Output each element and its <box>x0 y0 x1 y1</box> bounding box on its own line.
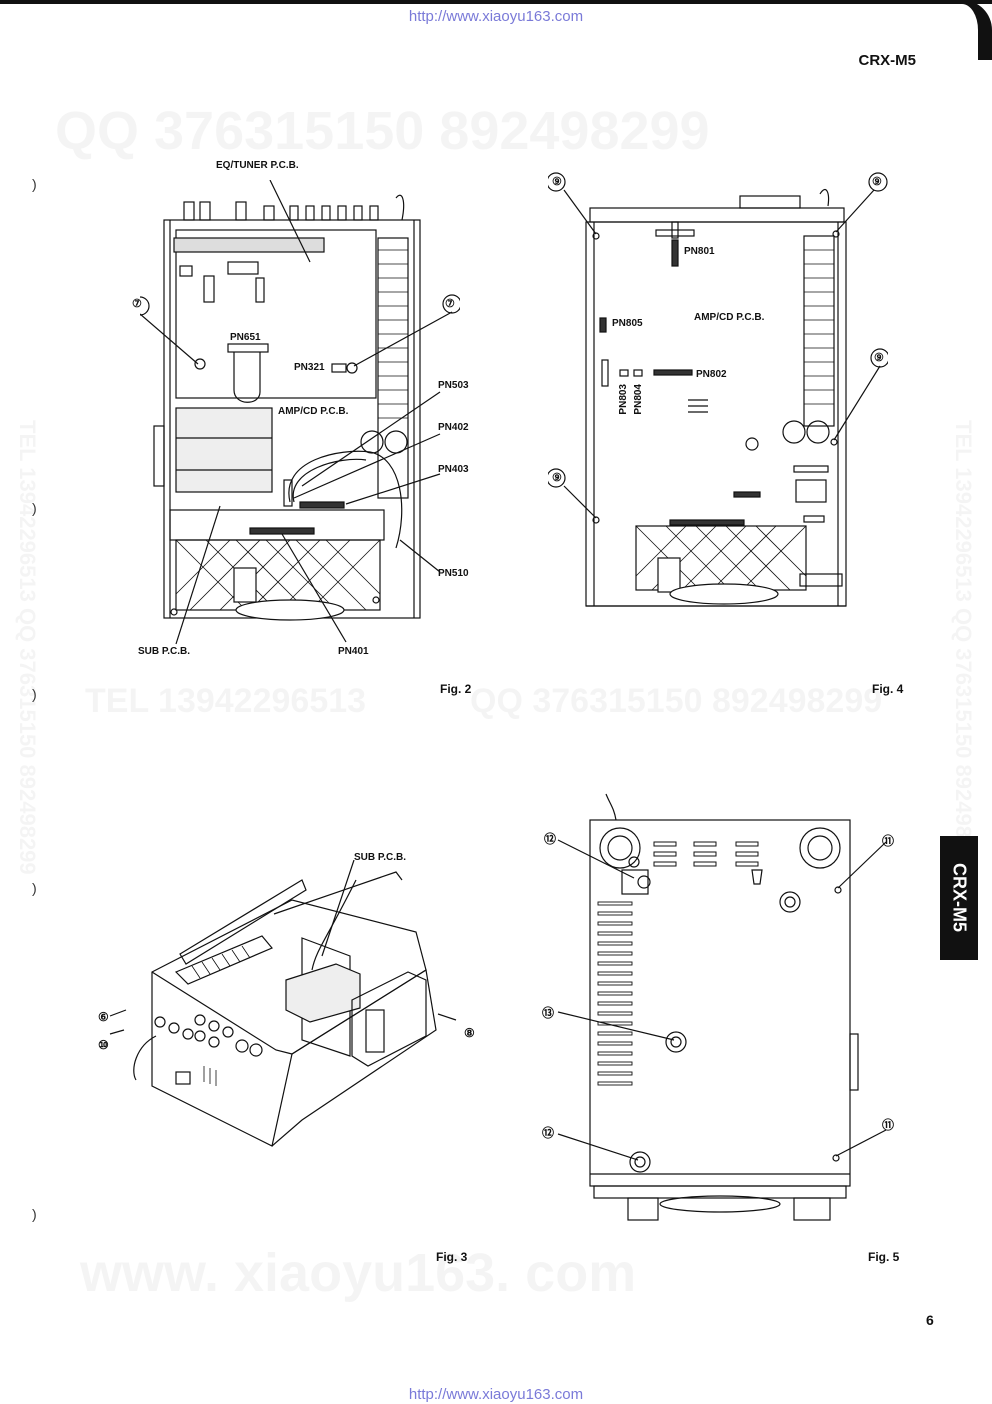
fig2-screw-7-left: ⑦ <box>132 298 142 310</box>
fig2-label-pn510: PN510 <box>438 568 469 579</box>
fig3-screw-6: ⑥ <box>98 1010 109 1024</box>
fig4-label-pn803: PN803 <box>618 384 629 415</box>
side-tab: CRX-M5 <box>940 836 978 960</box>
watermark-vertical-right: TEL 13942296513 QQ 376315150 892498299 <box>950 420 976 875</box>
fig3-label-sub-pcb: SUB P.C.B. <box>354 852 407 863</box>
fig4-label-pn802: PN802 <box>696 369 727 380</box>
fig2-label-pn651: PN651 <box>230 332 261 343</box>
watermark-vertical-left: TEL 13942296513 QQ 376315150 892498299 <box>14 420 40 875</box>
header-model: CRX-M5 <box>858 52 916 69</box>
margin-mark: ) <box>32 880 37 896</box>
fig2-screw-7-right: ⑦ <box>445 298 455 310</box>
fig4-label-pn801: PN801 <box>684 246 715 257</box>
fig4-drawing <box>548 172 888 607</box>
watermark-tel: TEL 13942296513 <box>85 682 366 721</box>
fig2-drawing <box>140 180 460 645</box>
fig5-screw-12-top: ⑫ <box>544 832 557 846</box>
watermark-qq-top: QQ 376315150 892498299 <box>55 100 710 162</box>
fig5-drawing <box>557 793 887 1221</box>
fig3-screw-8: ⑧ <box>464 1026 475 1040</box>
fig4-screw-9-top-right: ⑨ <box>872 176 882 188</box>
watermark-qq-mid: QQ 376315150 892498299 <box>470 682 882 721</box>
fig2-label-eq-tuner: EQ/TUNER P.C.B. <box>216 160 299 171</box>
fig5-screw-11-top: ⑪ <box>882 834 895 848</box>
fig4-label-pn804: PN804 <box>633 384 644 415</box>
fig2-label-pn503: PN503 <box>438 380 469 391</box>
fig4-screw-9-mid-right: ⑨ <box>874 352 884 364</box>
bottom-url[interactable]: http://www.xiaoyu163.com <box>408 1386 584 1403</box>
fig4-label-amp-cd: AMP/CD P.C.B. <box>694 312 765 323</box>
fig4-label-pn805: PN805 <box>612 318 643 329</box>
fig5-screw-12-bottom: ⑫ <box>542 1126 555 1140</box>
margin-mark: ) <box>32 686 37 702</box>
fig3-caption: Fig. 3 <box>436 1250 468 1264</box>
fig3-drawing <box>109 860 457 1147</box>
fig5-screw-11-bottom: ⑪ <box>882 1118 895 1132</box>
page-number: 6 <box>926 1312 934 1328</box>
fig5-caption: Fig. 5 <box>868 1250 900 1264</box>
margin-mark: ) <box>32 500 37 516</box>
fig2-caption: Fig. 2 <box>440 682 472 696</box>
margin-mark: ) <box>32 176 37 192</box>
fig2-label-amp-cd: AMP/CD P.C.B. <box>278 406 349 417</box>
page-border <box>0 0 992 4</box>
fig2-label-pn321: PN321 <box>294 362 325 373</box>
fig3-screw-10: ⑩ <box>98 1038 109 1052</box>
fig2-label-pn402: PN402 <box>438 422 469 433</box>
fig2-label-pn401: PN401 <box>338 646 369 657</box>
fig4-screw-9-top-left: ⑨ <box>552 176 562 188</box>
fig2-label-pn403: PN403 <box>438 464 469 475</box>
fig4-screw-9-bottom-left: ⑨ <box>552 472 562 484</box>
watermark-www: www. xiaoyu163. com <box>80 1242 636 1304</box>
fig2-label-sub-pcb: SUB P.C.B. <box>138 646 191 657</box>
top-url[interactable]: http://www.xiaoyu163.com <box>408 8 584 25</box>
fig4-caption: Fig. 4 <box>872 682 904 696</box>
margin-mark: ) <box>32 1206 37 1222</box>
fig5-screw-13: ⑬ <box>542 1006 555 1020</box>
